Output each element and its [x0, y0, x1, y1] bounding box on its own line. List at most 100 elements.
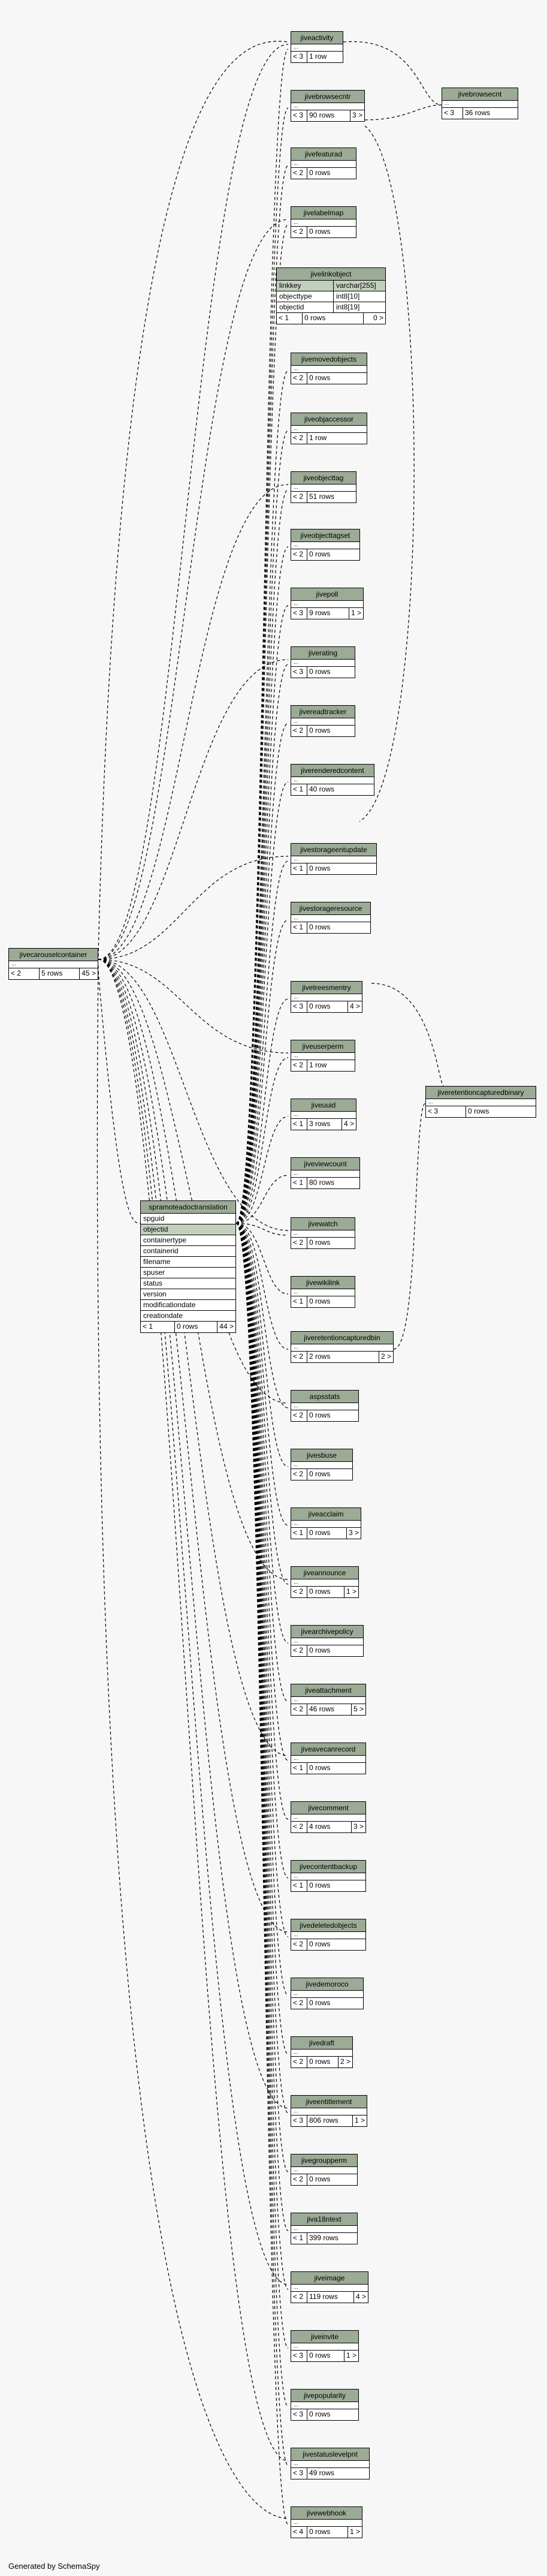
column-ellipsis: ... — [291, 1697, 365, 1704]
table-footer: < 1 0 rows 0 > — [277, 313, 385, 324]
column-ellipsis: ... — [291, 601, 363, 608]
table-name: jivelabelmap — [291, 207, 356, 219]
row-count: 49 rows — [309, 2469, 335, 2477]
children-count: 1 > — [346, 1587, 356, 1596]
edge-line — [235, 1223, 289, 2408]
edge-line — [98, 484, 289, 960]
table-spramoteadoctranslation[interactable]: spramoteadoctranslation spguid objectid … — [140, 1200, 236, 1333]
parents-count: < 2 — [291, 2057, 307, 2068]
edge-line — [98, 959, 289, 1231]
table-jiveretentioncapturedbinary[interactable]: jiveretentioncapturedbinary ... < 3 0 ro… — [425, 1086, 536, 1118]
table-name: jiveobjecttagset — [291, 529, 359, 542]
row-count: 0 rows — [309, 864, 331, 872]
row-count: 0 rows — [309, 1411, 331, 1419]
edge-line — [98, 971, 141, 1224]
table-name: jivemovedobjects — [291, 353, 367, 366]
table-name: jivepopularity — [291, 2390, 358, 2402]
column-ellipsis: ... — [291, 2461, 369, 2468]
column-ellipsis: ... — [291, 2402, 358, 2409]
edge-line — [235, 1223, 289, 1820]
table-name: jivestorageentupdate — [291, 844, 376, 856]
table-name: jivereadtracker — [291, 706, 355, 718]
parents-count: < 2 — [291, 1060, 307, 1071]
table-name: jiveacclaim — [291, 1508, 361, 1521]
column-ellipsis: ... — [291, 1638, 363, 1645]
edge-line — [235, 1223, 289, 1996]
table-name: jivestorageresource — [291, 902, 370, 915]
edge-line — [371, 983, 444, 1087]
table-jivecarouselcontainer[interactable]: jivecarouselcontainer ... < 2 5 rows 45 … — [8, 948, 98, 980]
parents-count: < 1 — [291, 863, 307, 874]
column-ellipsis: ... — [291, 1756, 365, 1763]
children-count: 1 > — [349, 2527, 360, 2536]
edge-line — [235, 1223, 289, 2172]
row-count: 2 rows — [307, 1352, 379, 1362]
table-jivebrowsecnt[interactable]: jivebrowsecnt ... < 3 36 rows — [442, 88, 518, 119]
edge-line — [235, 860, 289, 1224]
edge-line — [235, 1223, 289, 2525]
children-count: 3 > — [353, 1822, 364, 1831]
parents-count: < 3 — [291, 110, 307, 121]
table-name: jivewebhook — [291, 2507, 362, 2520]
column-ellipsis: ... — [291, 1873, 365, 1880]
table-name: jiveuserperm — [291, 1040, 355, 1053]
row-count: 0 rows — [307, 2057, 339, 2068]
row-count: 80 rows — [309, 1178, 335, 1187]
table-name: jiverenderedcontent — [291, 765, 374, 777]
table-name: jiveavecanrecord — [291, 1743, 365, 1756]
row-count: 0 rows — [309, 1470, 331, 1478]
table-name: jivecomment — [291, 1802, 365, 1814]
